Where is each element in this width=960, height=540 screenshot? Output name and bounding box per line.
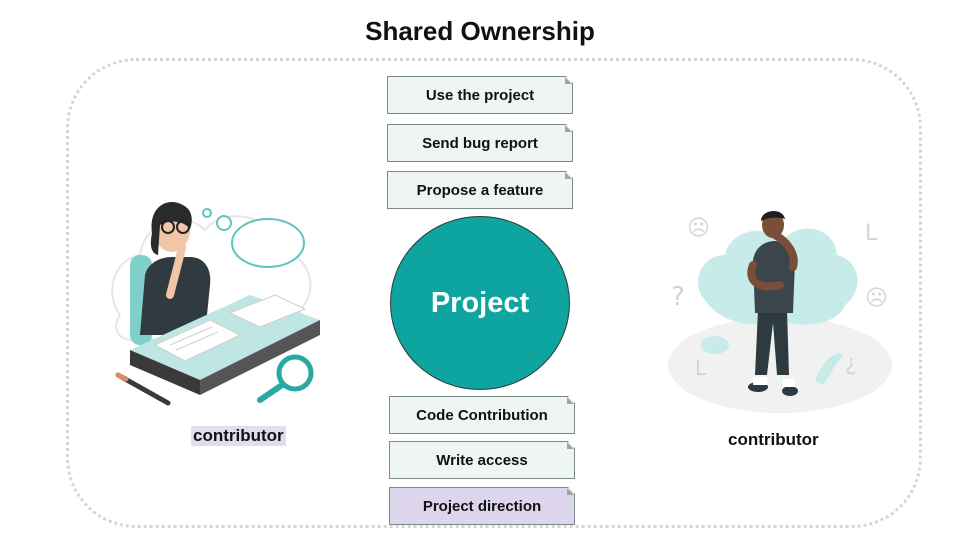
thought-bubble-icon: [231, 218, 305, 268]
decor-glyph: L: [695, 356, 707, 380]
project-label: Project: [430, 286, 530, 319]
card-label: Write access: [436, 451, 528, 469]
dotted-boundary: [66, 58, 922, 528]
person-body: [140, 257, 211, 335]
project-circle: Project: [390, 216, 570, 390]
decor-glyph: ?: [671, 282, 685, 312]
card-label: Project direction: [422, 497, 542, 515]
thought-dot-icon: [202, 208, 212, 218]
magnifier-icon: [276, 354, 314, 392]
card-label: Send bug report: [422, 134, 538, 152]
decor-glyph: ☹: [865, 286, 888, 311]
card-propose-a-feature: Propose a feature: [387, 171, 573, 209]
card-use-the-project: Use the project: [387, 76, 573, 114]
decor-glyph: ¿: [845, 351, 857, 376]
person-body: [753, 241, 795, 313]
glasses-icon: [161, 220, 175, 234]
decor-glyph: ☹: [687, 216, 710, 241]
card-label: Code Contribution: [416, 406, 548, 424]
card-label: Propose a feature: [416, 181, 544, 199]
person-legs: [755, 310, 789, 375]
right-contributor-illustration: ☹ ? ☹ L ¿ L: [668, 210, 892, 413]
card-project-direction: Project direction: [389, 487, 575, 525]
card-send-bug-report: Send bug report: [387, 124, 573, 162]
thought-dot-icon: [216, 215, 232, 231]
left-contributor-label: contributor: [191, 426, 286, 446]
card-write-access: Write access: [389, 441, 575, 479]
decor-glyph: L: [865, 221, 878, 246]
diagram-title: Shared Ownership: [365, 16, 595, 46]
person-hair: [150, 202, 192, 255]
right-contributor-label: contributor: [728, 430, 819, 449]
left-contributor-illustration: [111, 202, 320, 406]
card-label: Use the project: [425, 86, 535, 104]
card-code-contribution: Code Contribution: [389, 396, 575, 434]
person-hair: [761, 210, 785, 221]
